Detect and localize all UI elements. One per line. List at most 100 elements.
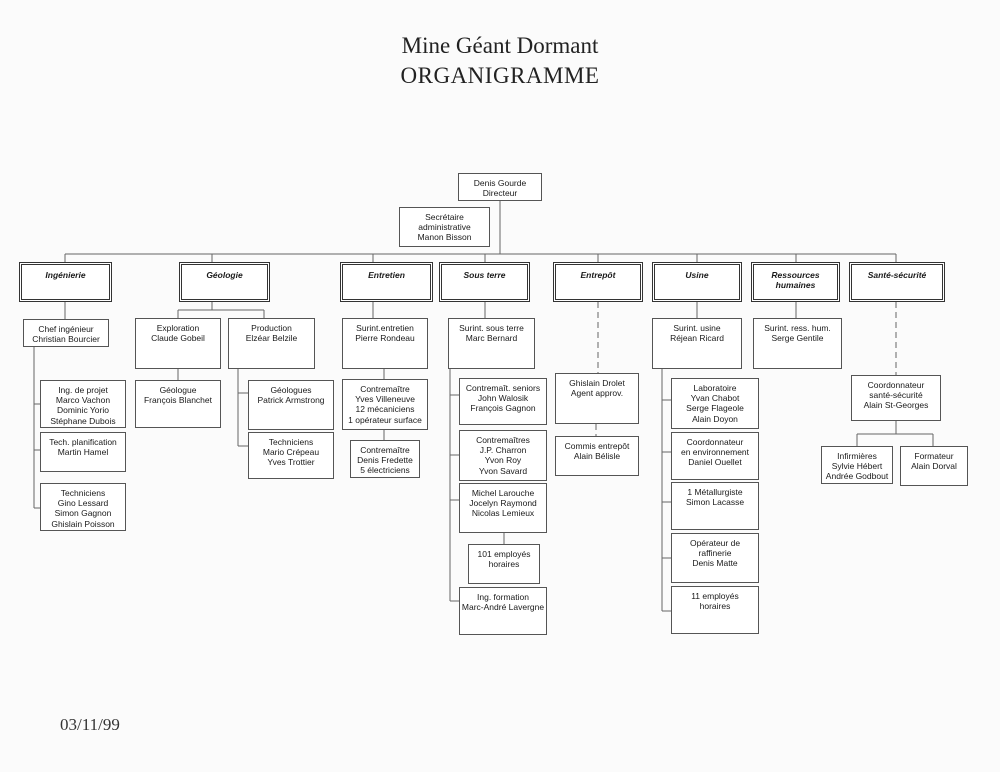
box-text-line: Patrick Armstrong (257, 395, 325, 406)
box-text-line: humaines (775, 280, 816, 291)
box-text-line: Sylvie Hébert (831, 461, 883, 472)
box-text-line: Yvon Savard (478, 465, 528, 476)
box-text-line: J.P. Charron (479, 445, 527, 456)
box-text-line: Sous terre (463, 270, 506, 280)
dept-geologie: Géologie (179, 262, 270, 302)
box-text-line: Ressources (771, 270, 820, 280)
box-text-line: Ing. de projet (58, 385, 108, 395)
box-text-line: Yvon Roy (484, 455, 522, 466)
box-text-line: Yves Villeneuve (355, 394, 415, 405)
box-text-line: Contremaître (360, 384, 410, 394)
dept-entrepot: Entrepôt (553, 262, 643, 302)
box-text-line: Entretien (368, 270, 405, 280)
box-text-line: Ing. formation (477, 592, 529, 602)
box-text-line: Production (251, 323, 292, 333)
box-text-line: Surint. ress. hum. (764, 323, 831, 333)
box-text-line: Tech. planification (49, 437, 117, 447)
box-text-line: Denis Fredette (357, 455, 413, 466)
box-text-line: Alain Doyon (692, 413, 738, 424)
box-text-line: Surint.entretien (356, 323, 414, 333)
box-text-line: Denis Matte (692, 558, 738, 569)
box-text-line: Agent approv. (570, 388, 624, 399)
box-text-line: Contremaître (360, 445, 410, 455)
box-text-line: Dominic Yorio (57, 405, 109, 416)
box-text-line: Pierre Rondeau (355, 333, 415, 344)
box-text-line: Géologues (270, 385, 312, 395)
box-text-line: Usine (685, 270, 709, 280)
box-text-line: François Blanchet (143, 395, 213, 406)
box-text-line: Coordonnateur (867, 380, 925, 390)
box-text-line: raffinerie (698, 548, 732, 559)
document-date: 03/11/99 (60, 715, 120, 734)
box-text-line: Coordonnateur (686, 437, 744, 447)
box-text-line: Alain St-Georges (863, 400, 929, 411)
box-text-line: Simon Gagnon (54, 508, 112, 519)
box-text-line: Formateur (914, 451, 954, 461)
box-text-line: 1 opérateur surface (348, 414, 422, 425)
box-text-line: Secrétaire (425, 212, 464, 222)
box-text-line: Gino Lessard (57, 498, 109, 509)
box-text-line: 5 électriciens (360, 465, 410, 476)
box-text-line: Laboratoire (693, 383, 737, 393)
box-text-line: Surint. sous terre (459, 323, 524, 333)
box-text-line: Serge Gentile (771, 333, 824, 344)
box-text-line: Serge Flageole (686, 403, 744, 414)
box-text-line: Simon Lacasse (685, 497, 745, 508)
box-text-line: Santé-sécurité (867, 270, 927, 280)
box-text-line: Contremaît. seniors (465, 383, 541, 393)
box-text-line: Daniel Ouellet (688, 457, 742, 468)
box-text-line: Exploration (156, 323, 200, 333)
box-text-line: Marc Bernard (465, 333, 518, 344)
dept-sous-terre: Sous terre (439, 262, 530, 302)
box-text-line: 11 employés (691, 591, 739, 601)
box-text-line: 101 employés (477, 549, 531, 559)
box-text-line: Géologue (159, 385, 197, 395)
box-text-line: Entrepôt (580, 270, 616, 280)
box-text-line: horaires (699, 601, 731, 612)
box-text-line: Yves Trottier (267, 457, 315, 468)
box-text-line: Denis Gourde (473, 178, 527, 188)
box-text-line: Nicolas Lemieux (471, 508, 535, 519)
box-text-line: en environnement (680, 447, 750, 458)
box-text-line: Techniciens (268, 437, 314, 447)
box-text-line: Andrée Godbout (825, 471, 889, 482)
box-text-line: Ghislain Poisson (51, 518, 115, 529)
box-text-line: santé-sécurité (869, 390, 923, 401)
box-text-line: Réjean Ricard (670, 333, 724, 344)
box-text-line: Opérateur de (689, 538, 741, 548)
dept-entretien: Entretien (340, 262, 433, 302)
box-text-line: Contremaîtres (476, 435, 530, 445)
box-text-line: Alain Dorval (911, 461, 957, 472)
box-text-line: Mario Crépeau (262, 447, 320, 458)
box-text-line: Marc-André Lavergne (461, 602, 545, 613)
box-text-line: Yvan Chabot (690, 393, 740, 404)
chart-title: Mine Géant Dormant (401, 33, 599, 58)
box-text-line: 12 mécaniciens (355, 404, 415, 415)
box-text-line: Chef ingénieur (38, 324, 94, 334)
box-text-line: Commis entrepôt (564, 441, 630, 451)
